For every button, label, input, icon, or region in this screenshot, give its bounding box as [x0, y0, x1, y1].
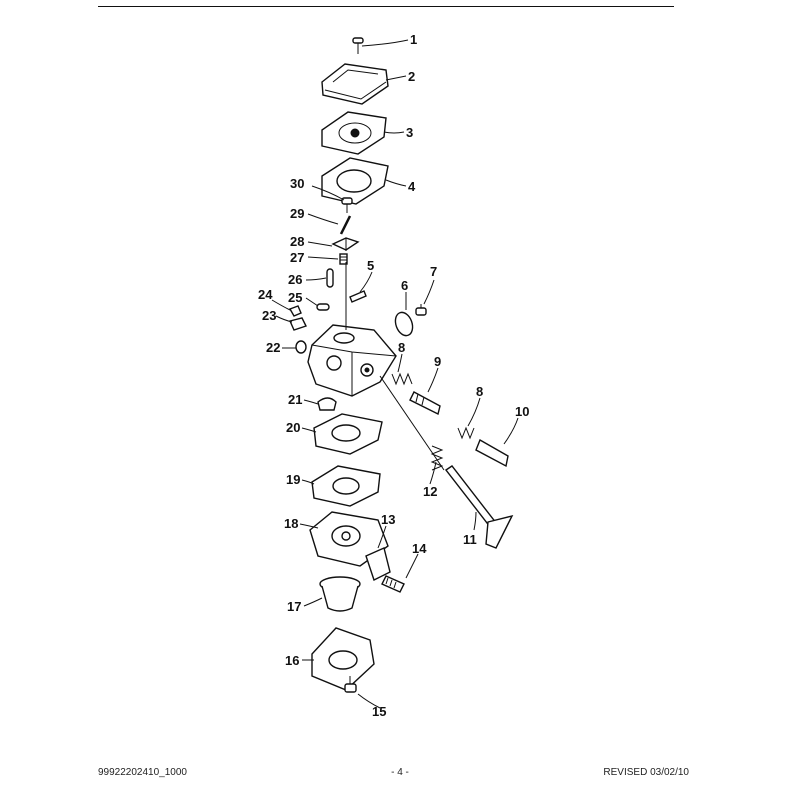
callout-2: 2 [408, 69, 415, 84]
carburetor-body [307, 262, 397, 397]
exploded-parts-diagram: 1 2 3 4 30 29 28 27 26 5 6 7 24 25 23 22… [258, 32, 529, 719]
callout-17: 17 [287, 599, 301, 614]
shaft-line [379, 375, 445, 471]
part-14-screw [381, 575, 405, 593]
part-4-gasket [321, 157, 389, 205]
callout-27: 27 [290, 250, 304, 265]
callout-13: 13 [381, 512, 395, 527]
callout-9: 9 [434, 354, 441, 369]
part-8-spring-upper [391, 372, 413, 386]
part-12-spring [430, 445, 444, 471]
top-rule [98, 6, 674, 7]
part-18-housing [309, 511, 391, 581]
part-29-pin [339, 215, 352, 235]
part-7-screw [415, 304, 427, 316]
callout-8-lower: 8 [476, 384, 483, 399]
callout-19: 19 [286, 472, 300, 487]
callout-23: 23 [262, 308, 276, 323]
callout-7: 7 [430, 264, 437, 279]
callout-22: 22 [266, 340, 280, 355]
part-10-screw [475, 438, 509, 468]
leader-lines [271, 39, 519, 709]
revision-date: REVISED 03/02/10 [603, 767, 689, 778]
part-15-screw [344, 676, 357, 693]
part-22-plug [295, 340, 307, 354]
part-24 [288, 305, 302, 317]
callout-15: 15 [372, 704, 386, 719]
part-27-spring [339, 253, 348, 265]
callout-20: 20 [286, 420, 300, 435]
callout-1: 1 [410, 32, 417, 47]
callout-3: 3 [406, 125, 413, 140]
callout-24: 24 [258, 287, 273, 302]
callout-16: 16 [285, 653, 299, 668]
part-30-screw [341, 197, 353, 213]
callout-18: 18 [284, 516, 298, 531]
callout-21: 21 [288, 392, 302, 407]
part-6-disc [394, 311, 414, 337]
part-19-diaphragm [311, 465, 381, 507]
callout-5: 5 [367, 258, 374, 273]
callout-30: 30 [290, 176, 304, 191]
part-9-screw [409, 391, 441, 416]
callout-6: 6 [401, 278, 408, 293]
callout-4: 4 [408, 179, 416, 194]
part-25 [316, 303, 330, 311]
part-20-gasket [313, 413, 383, 455]
callout-25: 25 [288, 290, 302, 305]
part-5-pin [349, 290, 367, 303]
callout-26: 26 [288, 272, 302, 287]
callout-8-upper: 8 [398, 340, 405, 355]
callout-10: 10 [515, 404, 529, 419]
part-23 [289, 317, 307, 331]
part-8-spring-lower [457, 426, 475, 440]
callout-12: 12 [423, 484, 437, 499]
part-1-screw [352, 37, 364, 54]
callout-labels: 1 2 3 4 30 29 28 27 26 5 6 7 24 25 23 22… [258, 32, 529, 719]
page-number: - 4 - [391, 767, 409, 778]
part-2-cover [321, 63, 389, 105]
part-3-diaphragm [321, 111, 387, 155]
part-21-cup [317, 397, 337, 411]
callout-14: 14 [412, 541, 427, 556]
callout-29: 29 [290, 206, 304, 221]
part-11-lever [444, 465, 514, 549]
part-28-lever [331, 237, 360, 251]
document-code: 99922202410_1000 [98, 767, 187, 778]
callout-28: 28 [290, 234, 304, 249]
part-17-cup [319, 576, 361, 612]
callout-11: 11 [463, 532, 477, 547]
part-26-needle [326, 268, 334, 288]
part-16-gasket [311, 627, 375, 691]
